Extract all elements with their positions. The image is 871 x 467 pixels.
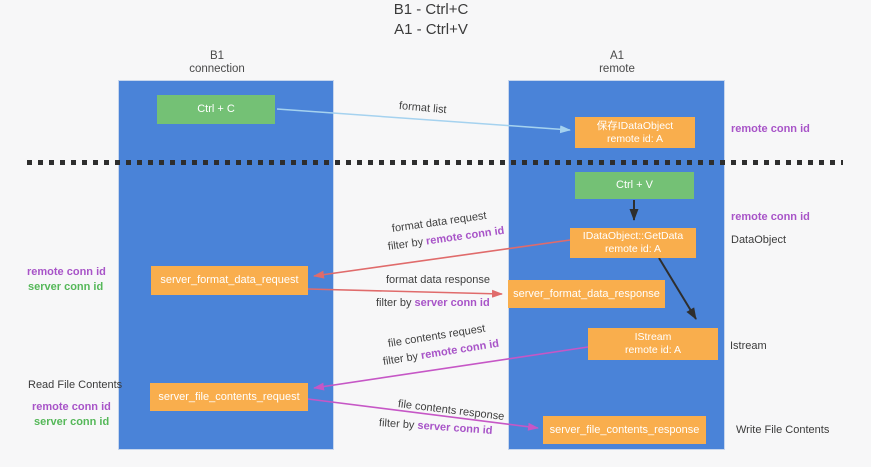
dashed-separator [27,160,843,165]
server-file-contents-response-box: server_file_contents_response [543,416,706,444]
title-line-a1: A1 - Ctrl+V [394,21,468,38]
server-conn-id-text: server conn id [414,297,490,309]
write-file-contents-label: Write File Contents [736,424,830,436]
filter-by-text: filter by [382,350,422,368]
left-remote-conn-id-label: remote conn id [27,266,106,278]
format-data-response-label: format data response [386,274,490,286]
left-column-subtitle: connection [189,63,245,75]
save-dataobject-line1: 保存IDataObject [596,119,674,132]
left-column-header: B1 connection [157,50,277,76]
istream-line1: IStream [634,331,672,343]
getdata-line1: IDataObject::GetData [582,230,684,242]
filter-by-text: filter by [378,417,418,432]
diagram-title: B1 - Ctrl+C A1 - Ctrl+V [0,0,862,40]
dataobject-label: DataObject [731,234,787,246]
title-line-b1: B1 - Ctrl+C [393,1,469,18]
right-column-subtitle: remote [599,63,635,75]
right-column-header: A1 remote [557,50,677,76]
format-data-response-filter-label: filter by server conn id [376,297,490,309]
left-column-name: B1 [209,50,225,62]
arrow-format-data-response [307,288,503,298]
server-format-data-response-box: server_format_data_response [508,280,665,308]
right-remote-conn-id-mid-label: remote conn id [731,211,810,223]
filter-by-text: filter by [376,297,415,309]
ctrl-v-box: Ctrl + V [575,172,694,199]
save-dataobject-box: 保存IDataObject remote id: A [575,117,695,148]
right-column-name: A1 [609,50,625,62]
left-remote-conn-id-label-2: remote conn id [32,401,111,413]
right-remote-conn-id-top-label: remote conn id [731,123,810,135]
server-format-data-request-box: server_format_data_request [151,266,308,295]
file-contents-response-filter-label: filter by server conn id [379,417,493,437]
getdata-box: IDataObject::GetData remote id: A [570,228,696,258]
server-file-contents-request-box: server_file_contents_request [150,383,308,411]
filter-by-text: filter by [387,235,427,253]
getdata-line2: remote id: A [604,243,662,255]
format-list-label: format list [398,100,448,117]
ctrl-c-box: Ctrl + C [157,95,275,124]
server-conn-id-text: server conn id [417,419,493,437]
left-server-conn-id-label: server conn id [28,281,104,293]
istream-line2: remote id: A [624,344,682,356]
save-dataobject-line2: remote id: A [606,132,664,145]
istream-box: IStream remote id: A [588,328,718,360]
istream-side-label: Istream [730,340,767,352]
left-server-conn-id-label-2: server conn id [34,416,110,428]
read-file-contents-label: Read File Contents [28,379,123,391]
